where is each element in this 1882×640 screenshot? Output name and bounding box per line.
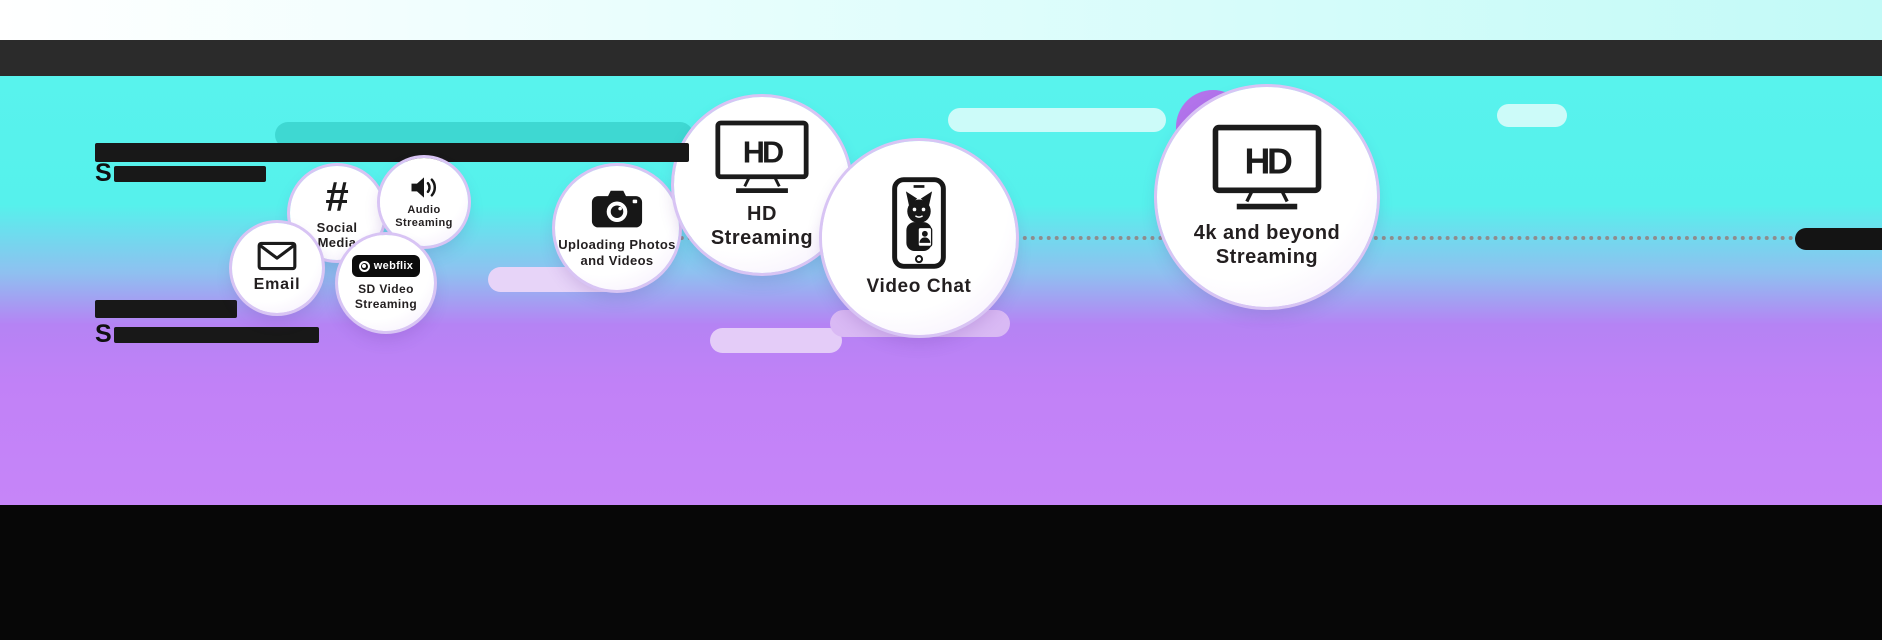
redacted-bar-right bbox=[1795, 228, 1882, 250]
webflix-ring-icon bbox=[358, 260, 370, 272]
bubble-audio-streaming: Audio Streaming bbox=[380, 158, 468, 246]
decorative-pill-light-cyan-small bbox=[1497, 104, 1567, 127]
decorative-pill-lavender bbox=[710, 328, 842, 353]
camera-icon bbox=[591, 190, 643, 228]
redacted-text-prefix: S bbox=[95, 320, 112, 348]
bubble-email: Email bbox=[232, 223, 322, 313]
bubble-label: and Videos bbox=[580, 252, 654, 268]
bubble-label: SD Video bbox=[358, 282, 414, 297]
redacted-bar bbox=[114, 327, 319, 343]
redacted-bar bbox=[114, 166, 266, 182]
redacted-bar bbox=[95, 143, 689, 162]
bubble-hd-streaming: HD HD Streaming bbox=[674, 97, 850, 273]
envelope-icon bbox=[257, 241, 297, 271]
phone-cat-icon bbox=[892, 177, 946, 270]
bubble-video-chat: Video Chat bbox=[822, 141, 1016, 335]
bubble-label: Streaming bbox=[354, 296, 418, 311]
bubble-label: Audio bbox=[407, 203, 441, 216]
bubble-label: Streaming bbox=[710, 226, 814, 249]
bubble-label: Social bbox=[316, 219, 358, 235]
decorative-pill-light-cyan bbox=[948, 108, 1166, 132]
bubble-label: HD bbox=[747, 202, 777, 225]
bubble-label: Streaming bbox=[1215, 246, 1319, 268]
top-dark-bar bbox=[0, 40, 1882, 76]
tv-hd-icon: HD bbox=[1212, 125, 1322, 210]
webflix-logo-text: webflix bbox=[373, 260, 414, 273]
top-strip bbox=[0, 0, 1882, 40]
bubble-label: Uploading Photos bbox=[558, 237, 676, 253]
bubble-sd-video-streaming: webflix SD Video Streaming bbox=[338, 235, 434, 331]
bubble-uploading-photos: Uploading Photos and Videos bbox=[555, 166, 679, 290]
hashtag-icon: # bbox=[325, 172, 349, 220]
bubble-label: Video Chat bbox=[866, 276, 972, 298]
bubble-label: Email bbox=[253, 276, 301, 294]
bubble-4k-streaming: HD 4k and beyond Streaming bbox=[1157, 87, 1377, 307]
tv-screen-text: HD bbox=[743, 134, 783, 169]
redacted-bar bbox=[95, 300, 237, 318]
footer-bar bbox=[0, 505, 1882, 640]
tv-hd-icon: HD bbox=[715, 120, 809, 193]
bubble-label: 4k and beyond bbox=[1193, 222, 1341, 245]
redacted-text-prefix: S bbox=[95, 159, 112, 187]
speaker-icon bbox=[411, 176, 437, 198]
bubble-label: Streaming bbox=[395, 216, 453, 229]
webflix-logo: webflix bbox=[351, 255, 421, 278]
bubble-label: Media bbox=[317, 235, 357, 250]
tv-screen-text: HD bbox=[1244, 142, 1292, 182]
